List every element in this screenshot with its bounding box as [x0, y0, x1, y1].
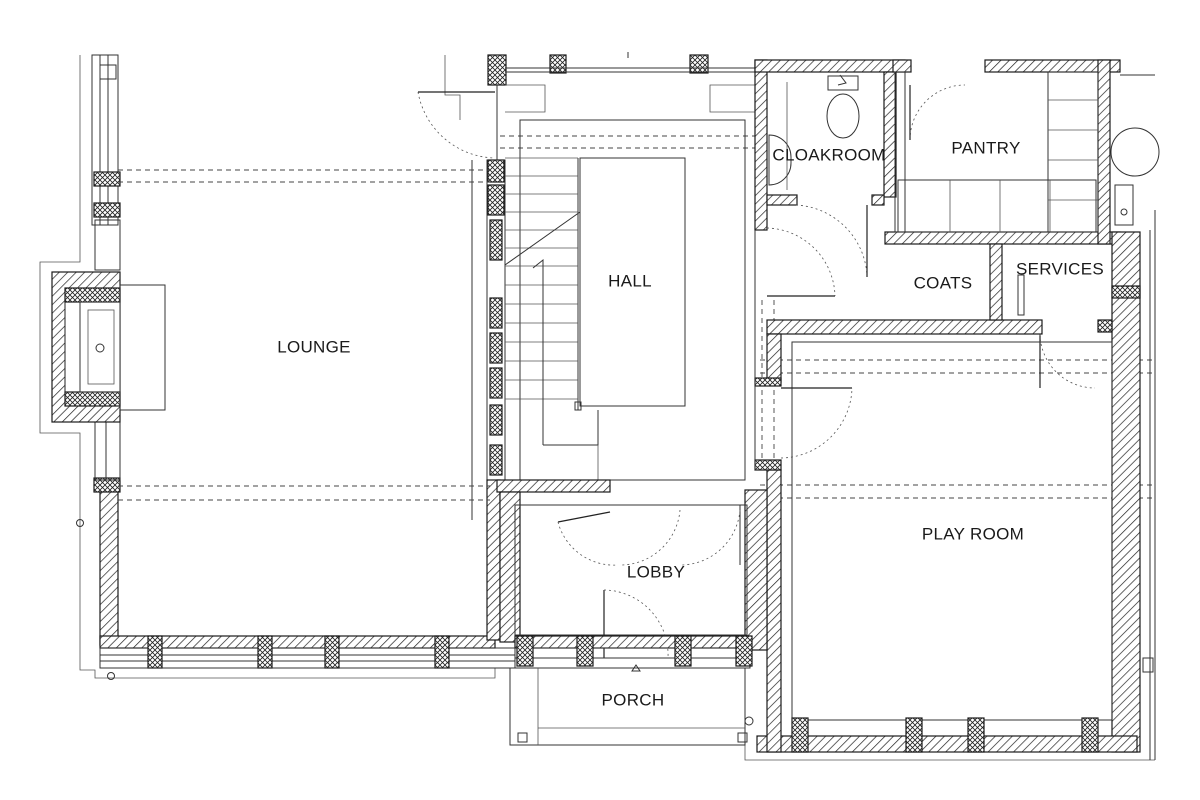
play-room-walls	[754, 210, 1156, 760]
room-label-lobby: LOBBY	[627, 562, 685, 581]
coats-services	[754, 227, 1096, 389]
lounge-south-wall	[76, 519, 516, 680]
pantry	[884, 59, 1160, 245]
room-label-pantry: PANTRY	[951, 138, 1020, 157]
room-label-coats: COATS	[914, 273, 973, 292]
room-label-cloakroom: CLOAKROOM	[772, 145, 885, 164]
room-label-lounge: LOUNGE	[277, 337, 351, 356]
porch	[509, 667, 754, 746]
fireplace	[51, 271, 166, 423]
hall-west-wall	[471, 159, 506, 641]
lobby	[496, 479, 768, 672]
room-label-porch: PORCH	[602, 690, 665, 709]
north-elevation	[417, 52, 755, 160]
overhead-beams	[118, 135, 1155, 720]
cloakroom	[754, 59, 906, 277]
room-label-hall: HALL	[608, 271, 652, 290]
lounge-west-wall	[91, 54, 121, 646]
room-label-play-room: PLAY ROOM	[922, 524, 1024, 543]
room-labels: LOUNGE HALL CLOAKROOM PANTRY COATS SERVI…	[277, 138, 1104, 709]
room-label-services: SERVICES	[1016, 259, 1104, 278]
staircase	[504, 119, 746, 481]
building-outline	[39, 55, 1155, 761]
